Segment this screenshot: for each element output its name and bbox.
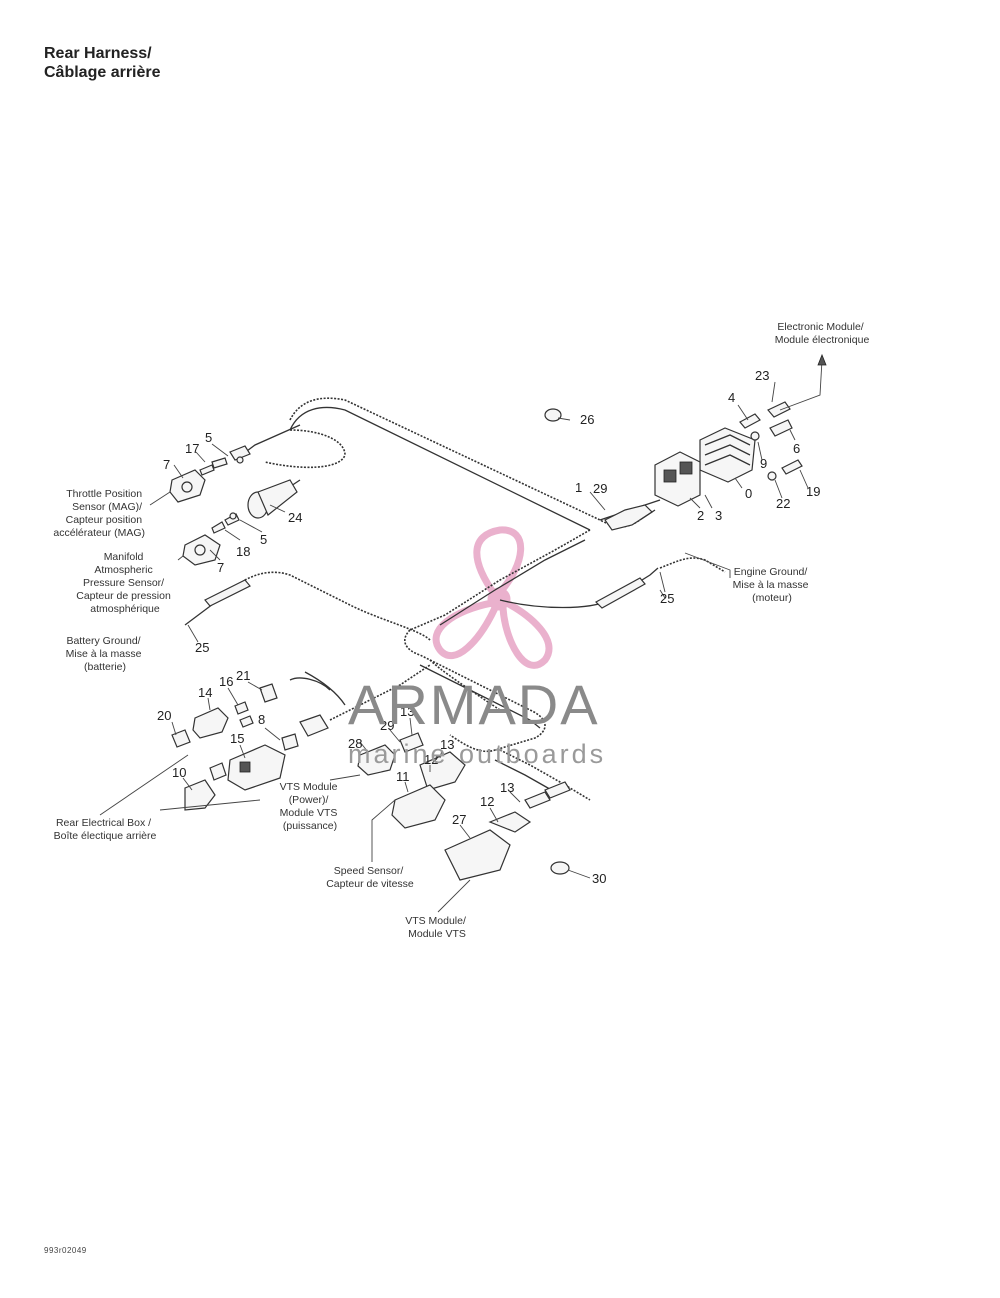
label-engine-ground: Engine Ground/ Mise à la masse (moteur) bbox=[733, 566, 812, 604]
sensor-group bbox=[149, 445, 298, 566]
callout-20: 20 bbox=[157, 708, 171, 723]
callout-13c: 13 bbox=[500, 780, 514, 795]
callout-2: 2 bbox=[697, 508, 704, 523]
callout-19: 19 bbox=[806, 484, 820, 499]
callout-8: 8 bbox=[258, 712, 265, 727]
callout-25b: 25 bbox=[195, 640, 209, 655]
rear-box-group bbox=[99, 683, 329, 816]
callout-0: 0 bbox=[745, 486, 752, 501]
watermark-tagline: marine outboards bbox=[348, 739, 606, 769]
callout-30: 30 bbox=[592, 871, 606, 886]
callout-7b: 7 bbox=[217, 560, 224, 575]
label-electronic-module: Electronic Module/ Module électronique bbox=[775, 321, 870, 346]
watermark-brand: ARMADA bbox=[348, 673, 600, 736]
callout-7a: 7 bbox=[163, 457, 170, 472]
callout-22: 22 bbox=[776, 496, 790, 511]
callout-16: 16 bbox=[219, 674, 233, 689]
label-vts-module: VTS Module/ Module VTS bbox=[405, 915, 469, 940]
callout-24: 24 bbox=[288, 510, 302, 525]
callout-17: 17 bbox=[185, 441, 199, 456]
callout-29a: 29 bbox=[593, 481, 607, 496]
callout-15: 15 bbox=[230, 731, 244, 746]
callout-9: 9 bbox=[760, 456, 767, 471]
page-title: Rear Harness/ Câblage arrière bbox=[44, 44, 161, 82]
title-line-1: Rear Harness/ bbox=[44, 45, 152, 62]
callout-28: 28 bbox=[348, 736, 362, 751]
callout-12a: 12 bbox=[424, 752, 438, 767]
vts-group bbox=[357, 408, 571, 913]
callout-26: 26 bbox=[580, 412, 594, 427]
watermark: ARMADA marine outboards bbox=[348, 673, 606, 769]
callout-11: 11 bbox=[396, 769, 410, 784]
watermark-propeller-icon bbox=[432, 526, 553, 669]
drawing-code: 993r02049 bbox=[44, 1246, 87, 1255]
callout-numbers: 23 4 26 6 9 0 19 22 1 29 2 3 17 5 7 24 5… bbox=[157, 368, 820, 886]
callout-29b: 29 bbox=[380, 718, 394, 733]
leader-lines bbox=[159, 381, 809, 879]
label-vts-power: VTS Module (Power)/ Module VTS (puissanc… bbox=[280, 781, 341, 832]
electronic-module-group bbox=[654, 353, 827, 507]
label-speed-sensor: Speed Sensor/ Capteur de vitesse bbox=[326, 865, 414, 890]
callout-21: 21 bbox=[236, 668, 250, 683]
callout-27: 27 bbox=[452, 812, 466, 827]
title-line-2: Câblage arrière bbox=[44, 64, 161, 81]
label-throttle-sensor: Throttle Position Sensor (MAG)/ Capteur … bbox=[53, 488, 145, 539]
callout-13a: 13 bbox=[400, 704, 414, 719]
callout-5a: 5 bbox=[205, 430, 212, 445]
callout-4: 4 bbox=[728, 390, 735, 405]
callout-6a: 6 bbox=[793, 441, 800, 456]
main-harness bbox=[184, 397, 726, 801]
callout-3: 3 bbox=[715, 508, 722, 523]
callout-1: 1 bbox=[575, 480, 582, 495]
callout-13b: 13 bbox=[440, 737, 454, 752]
callout-14: 14 bbox=[198, 685, 212, 700]
callout-23: 23 bbox=[755, 368, 769, 383]
label-battery-ground: Battery Ground/ Mise à la masse (batteri… bbox=[66, 635, 145, 673]
callout-25a: 25 bbox=[660, 591, 674, 606]
label-manifold-sensor: Manifold Atmospheric Pressure Sensor/ Ca… bbox=[76, 551, 173, 615]
label-rear-box: Rear Electrical Box / Boîte électique ar… bbox=[54, 817, 157, 842]
callout-12b: 12 bbox=[480, 794, 494, 809]
callout-10: 10 bbox=[172, 765, 186, 780]
callout-5b: 5 bbox=[260, 532, 267, 547]
component-labels: Electronic Module/ Module électronique T… bbox=[53, 321, 869, 940]
callout-18: 18 bbox=[236, 544, 250, 559]
